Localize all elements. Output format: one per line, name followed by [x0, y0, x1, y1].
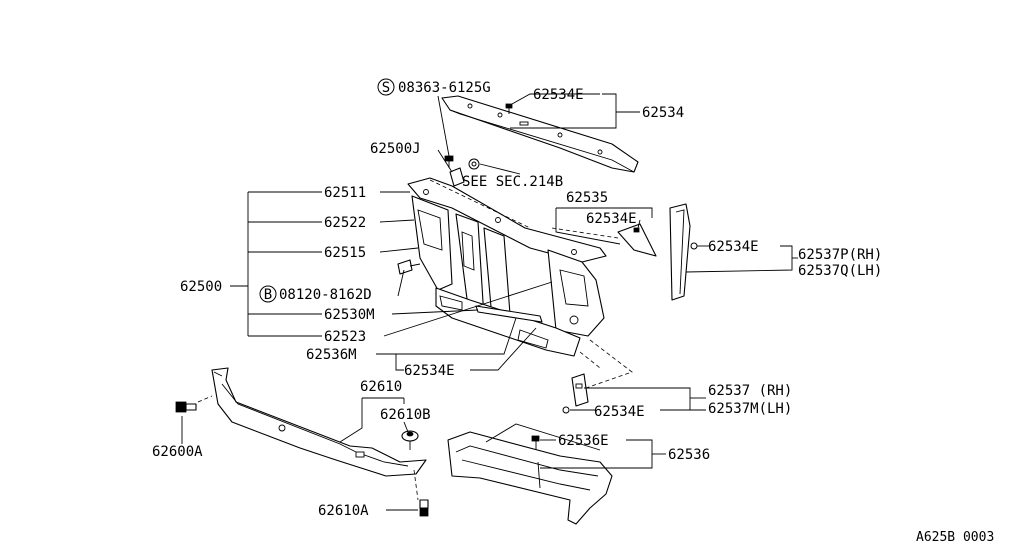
label-62500j: 62500J: [370, 141, 421, 157]
label-62537m: 62537M(LH): [708, 401, 792, 417]
label-62610: 62610: [360, 379, 402, 395]
label-62536: 62536: [668, 447, 710, 463]
lower-right-bolt-icon: [562, 406, 570, 414]
bracket-62535-part: [617, 223, 657, 257]
label-62537p: 62537P(RH): [798, 247, 882, 263]
valance-62536-part: [447, 423, 613, 525]
core-support-part: [407, 177, 607, 357]
label-62534e-mid: 62534E: [586, 211, 637, 227]
label-62610a: 62610A: [318, 503, 369, 519]
clip-icon: [468, 158, 480, 170]
reinforcement-62610-part: [211, 367, 427, 477]
bolt-62610a-icon: [419, 499, 429, 517]
b-prefix: B: [264, 287, 272, 303]
label-62523: 62523: [324, 329, 366, 345]
side-bolt-icon: [690, 242, 704, 250]
clip-j-icon: [449, 167, 465, 187]
s-prefix: S: [382, 80, 390, 96]
label-62537: 62537 (RH): [708, 383, 792, 399]
label-62600a: 62600A: [152, 444, 203, 460]
label-62511: 62511: [324, 185, 366, 201]
label-62534e-lower-right: 62534E: [594, 404, 645, 420]
label-62500: 62500: [180, 279, 222, 295]
label-62534e-side: 62534E: [708, 239, 759, 255]
side-support-part: [669, 203, 691, 301]
label-62536e: 62536E: [558, 433, 609, 449]
screw-icon: [444, 155, 454, 168]
label-62534e-lower: 62534E: [404, 363, 455, 379]
bolt-62536e-icon: [531, 435, 540, 450]
label-62536m: 62536M: [306, 347, 357, 363]
label-b-bolt: 08120-8162D: [279, 287, 372, 303]
label-62610b: 62610B: [380, 407, 431, 423]
label-62534e-top: 62534E: [533, 87, 584, 103]
side-bracket-62537-part: [571, 373, 589, 407]
s-prefix-circle: [377, 78, 395, 96]
label-s-bolt: 08363-6125G: [398, 80, 491, 96]
label-62534: 62534: [642, 105, 684, 121]
label-62530m: 62530M: [324, 307, 375, 323]
b-prefix-circle: [259, 285, 277, 303]
bolt-b-icon: [397, 259, 421, 275]
label-62535: 62535: [566, 190, 608, 206]
label-see-sec: SEE SEC.214B: [462, 174, 563, 190]
label-62522: 62522: [324, 215, 366, 231]
label-62515: 62515: [324, 245, 366, 261]
bolt-icon: [505, 103, 513, 114]
label-62537q: 62537Q(LH): [798, 263, 882, 279]
bolt-62600a-icon: [175, 401, 197, 413]
figure-code: A625B 0003: [916, 530, 994, 545]
nut-62610b-icon: [401, 430, 419, 450]
